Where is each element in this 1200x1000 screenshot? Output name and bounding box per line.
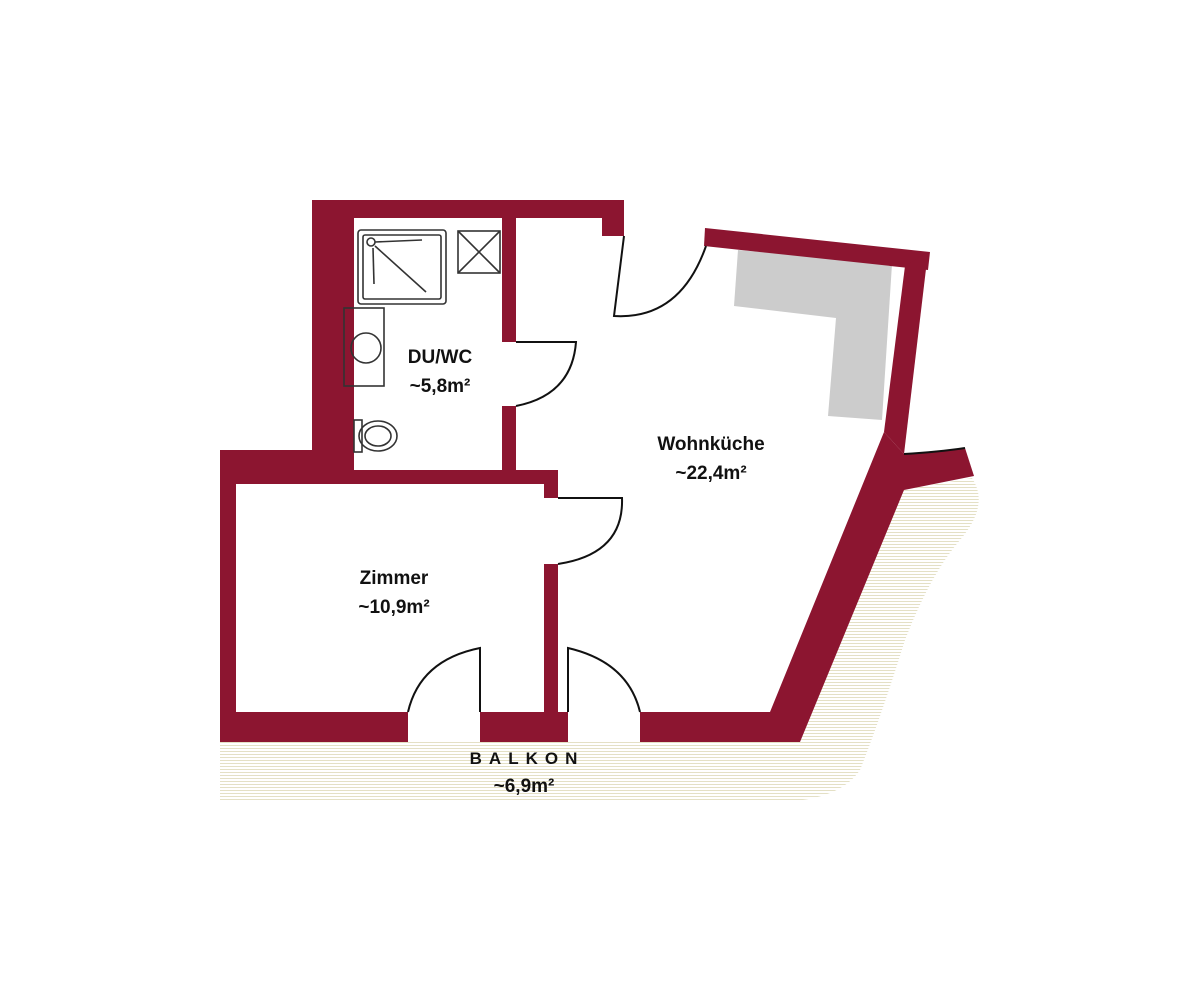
wall-bath-right-lower bbox=[502, 406, 516, 472]
wall-bottom-middle bbox=[480, 712, 568, 742]
kitchen-name: Wohnküche bbox=[657, 434, 764, 455]
door-bath bbox=[515, 341, 578, 407]
toilet bbox=[353, 419, 398, 453]
bath-area: ~5,8m² bbox=[410, 376, 471, 397]
wall-room-kitchen-upper bbox=[544, 470, 558, 498]
wall-bottom-right bbox=[640, 712, 770, 742]
shaft-box bbox=[457, 230, 501, 274]
kitchen-counter bbox=[734, 250, 892, 420]
bath-name: DU/WC bbox=[408, 347, 473, 368]
wall-bath-room bbox=[354, 470, 556, 484]
shower-tray bbox=[357, 229, 447, 305]
wall-bottom-left bbox=[220, 712, 408, 742]
wall-kitchen-right bbox=[884, 252, 928, 454]
door-entrance bbox=[612, 235, 707, 318]
wall-room-left bbox=[220, 450, 236, 742]
door-kitchen-balcony bbox=[567, 646, 641, 713]
wall-bath-right-upper bbox=[502, 218, 516, 342]
room-name: Zimmer bbox=[360, 568, 429, 589]
door-room bbox=[557, 497, 624, 565]
wall-room-kitchen-lower bbox=[544, 564, 558, 712]
wall-balcony-stub bbox=[904, 448, 974, 490]
bath-fixtures bbox=[343, 229, 501, 453]
wall-bottom-stub bbox=[556, 712, 568, 742]
room-area: ~10,9m² bbox=[358, 597, 429, 618]
balcony-area-label: ~6,9m² bbox=[494, 776, 555, 797]
wall-bath-left bbox=[312, 200, 354, 470]
wall-door-stub-top bbox=[602, 200, 624, 236]
balcony-area bbox=[220, 478, 979, 802]
walls bbox=[220, 200, 974, 742]
door-room-balcony bbox=[407, 646, 481, 713]
balcony-name: BALKON bbox=[470, 749, 585, 768]
doors bbox=[407, 235, 966, 713]
labels: DU/WC ~5,8m² Wohnküche ~22,4m² Zimmer ~1… bbox=[358, 347, 764, 797]
door-right-balcony bbox=[903, 447, 966, 455]
washbasin bbox=[343, 307, 385, 387]
wall-kitchen-diagonal bbox=[768, 432, 904, 742]
wall-room-top-left bbox=[220, 450, 354, 484]
wall-kitchen-top bbox=[704, 228, 930, 270]
wall-bath-top bbox=[312, 200, 624, 218]
kitchen-area: ~22,4m² bbox=[675, 463, 746, 484]
